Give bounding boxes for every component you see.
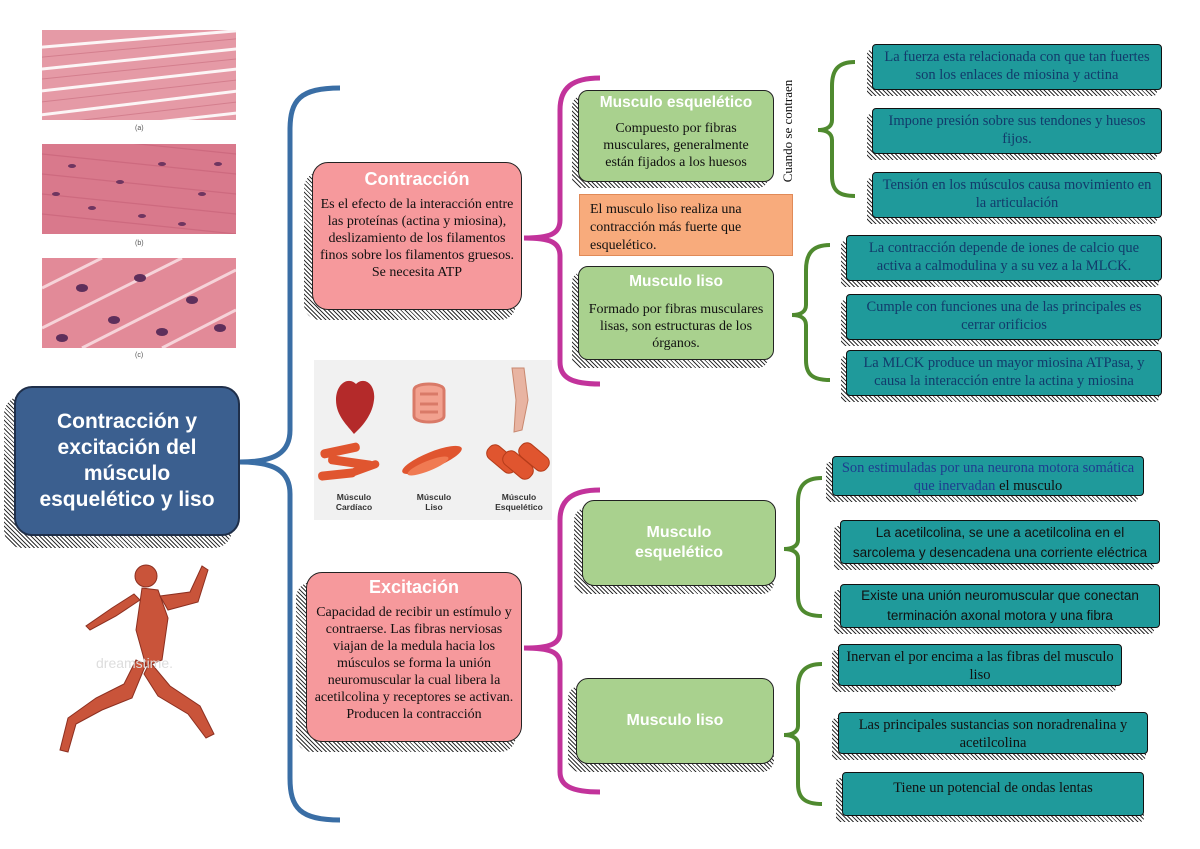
contraccion-liso-body: Formado por fibras musculares lisas, son… — [588, 302, 764, 351]
esq-contraccion-item-3: Tensión en los músculos causa movimiento… — [872, 172, 1162, 218]
contraccion-body: Es el efecto de la interacción entre las… — [319, 197, 515, 280]
caption-a: (a) — [135, 125, 144, 132]
contraccion-esqueletico-body: Compuesto por fibras musculares, general… — [603, 121, 749, 170]
esq-excitacion-item-1-a: Son estimuladas por una neurona motora s… — [841, 460, 1135, 494]
green-brace-1 — [817, 60, 856, 198]
caption-b: (b) — [135, 240, 144, 247]
heart-icon — [336, 380, 375, 434]
excitacion-esqueletico-title: Musculo esquelético — [634, 524, 724, 561]
nota-liso-box: El musculo liso realiza una contracción … — [579, 194, 793, 256]
liso-excitacion-item-1: Inervan el por encima a las fibras del m… — [838, 644, 1122, 686]
esq-excitacion-item-1: Son estimuladas por una neurona motora s… — [832, 456, 1144, 496]
runner-anatomy-image: dreamstime. — [59, 564, 215, 753]
excitacion-title: Excitación — [368, 577, 460, 597]
esq-contraccion-item-1: La fuerza esta relacionada con que tan f… — [872, 44, 1162, 90]
label-esqueletico: Músculo Esquelético — [495, 492, 543, 512]
green-brace-4 — [783, 662, 823, 806]
esq-contraccion-item-2: Impone presión sobre sus tendones y hues… — [872, 108, 1162, 154]
excitacion-body: Capacidad de recibir un estímulo y contr… — [314, 605, 514, 722]
contraccion-esqueletico-title: Musculo esquelético — [599, 94, 753, 111]
muscle-types-image: Músculo Cardíaco Músculo Liso Músculo Es… — [314, 360, 552, 520]
label-liso: Músculo Liso — [416, 492, 452, 512]
contraccion-box: Contracción Es el efecto de la interacci… — [312, 162, 522, 310]
liso-excitacion-item-3: Tiene un potencial de ondas lentas — [842, 772, 1144, 816]
contraccion-title: Contracción — [364, 169, 470, 189]
smooth-tissue-image — [42, 258, 236, 348]
skeletal-tissue-image — [42, 30, 236, 120]
esq-excitacion-item-1-b: el musculo — [995, 478, 1063, 494]
contraccion-esqueletico-box: Musculo esquelético Compuesto por fibras… — [578, 90, 774, 182]
cardiac-fiber-icon — [320, 442, 360, 459]
intestine-icon — [412, 382, 446, 424]
esq-excitacion-item-3: Existe una unión neuromuscular que conec… — [840, 584, 1160, 628]
excitacion-liso-box: Musculo liso — [576, 678, 774, 764]
contraccion-liso-title: Musculo liso — [629, 273, 723, 290]
excitacion-box: Excitación Capacidad de recibir un estím… — [306, 572, 522, 742]
liso-contraccion-item-3: La MLCK produce un mayor miosina ATPasa,… — [846, 350, 1162, 396]
main-title-box: Contracción y excitación del músculo esq… — [14, 386, 240, 536]
watermark: dreamstime. — [96, 655, 173, 671]
excitacion-liso-title: Musculo liso — [626, 712, 724, 729]
magenta-brace-top — [523, 75, 601, 387]
blue-brace — [239, 85, 341, 823]
nota-liso-text: El musculo liso realiza una contracción … — [590, 202, 742, 253]
magenta-brace-bottom — [523, 487, 601, 795]
liso-excitacion-item-2: Las principales sustancias son noradrena… — [838, 712, 1148, 754]
caption-c: (c) — [135, 352, 144, 359]
cuando-se-contraen-label: Cuando se contraen — [780, 79, 795, 183]
leg-icon — [511, 367, 529, 433]
cardiac-tissue-image — [42, 144, 236, 234]
excitacion-esqueletico-box: Musculo esquelético — [582, 500, 776, 586]
main-title: Contracción y excitación del músculo esq… — [39, 410, 215, 511]
liso-contraccion-item-2: Cumple con funciones una de las principa… — [846, 294, 1162, 340]
liso-contraccion-item-1: La contracción depende de iones de calci… — [846, 235, 1162, 281]
contraccion-liso-box: Musculo liso Formado por fibras muscular… — [578, 266, 774, 360]
esq-excitacion-item-2: La acetilcolina, se une a acetilcolina e… — [840, 520, 1160, 564]
label-cardiaco: Músculo Cardíaco — [335, 492, 373, 512]
green-brace-2 — [791, 243, 831, 382]
green-brace-3 — [783, 476, 823, 618]
